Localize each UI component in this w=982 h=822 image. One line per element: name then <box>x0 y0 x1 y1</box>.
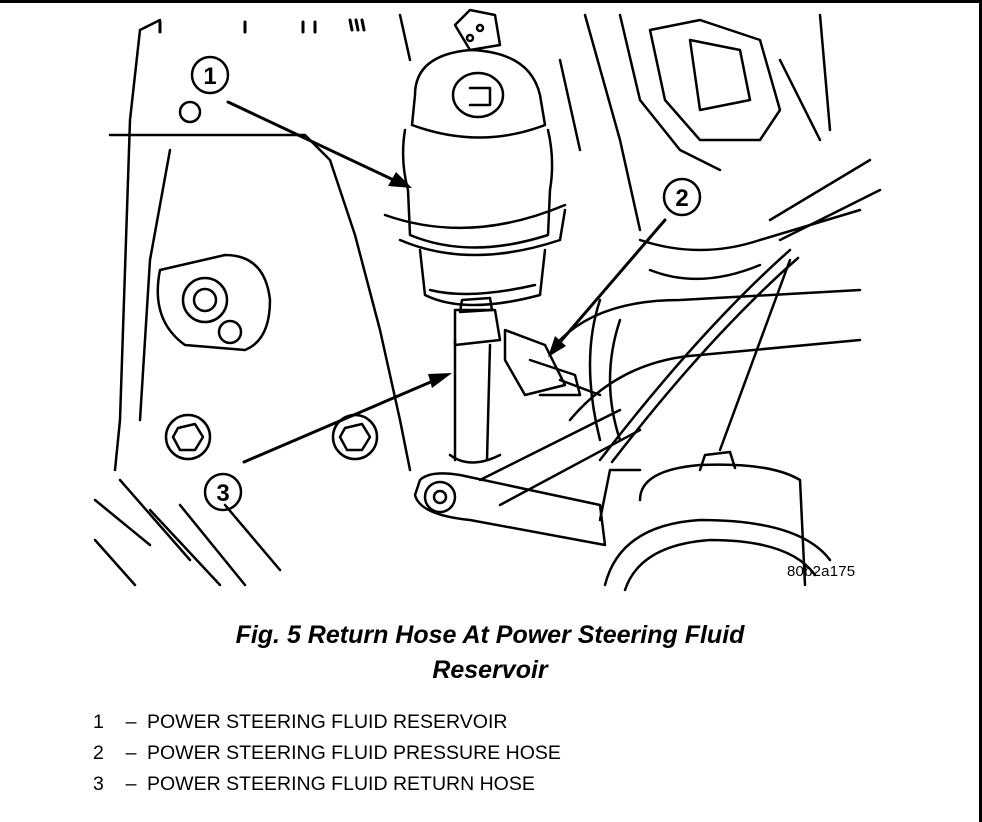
legend-text: POWER STEERING FLUID RETURN HOSE <box>147 773 535 795</box>
legend-item: 3–POWER STEERING FLUID RETURN HOSE <box>93 769 561 800</box>
callout-2-label: 2 <box>675 185 688 212</box>
callout-1: 1 <box>190 55 412 188</box>
legend-number: 2 <box>93 742 104 764</box>
callout-3-label: 3 <box>216 480 229 507</box>
top-border <box>0 0 982 3</box>
legend-item: 2–POWER STEERING FLUID PRESSURE HOSE <box>93 738 561 769</box>
figure-code: 80b2a175 <box>787 563 856 580</box>
top-ticks <box>158 18 366 34</box>
legend-dash: – <box>125 711 137 733</box>
support-arm <box>413 408 642 547</box>
figure-caption-line-1: Fig. 5 Return Hose At Power Steering Flu… <box>235 621 745 649</box>
legend-dash: – <box>125 742 137 764</box>
engine-bay-illustration: 1 2 3 <box>93 8 882 592</box>
legend: 1–POWER STEERING FLUID RESERVOIR 2–POWER… <box>93 707 561 800</box>
callout-3: 3 <box>203 373 452 512</box>
mounting-bracket <box>93 18 412 587</box>
callout-1-label: 1 <box>203 63 216 90</box>
return-hose <box>448 296 502 464</box>
fluid-reservoir <box>383 8 567 307</box>
right-border <box>979 0 982 822</box>
upper-right-components <box>398 13 832 232</box>
callout-2: 2 <box>548 177 702 357</box>
legend-dash: – <box>125 773 137 795</box>
figure-caption-line-2: Reservoir <box>432 656 548 684</box>
legend-item: 1–POWER STEERING FLUID RESERVOIR <box>93 707 561 738</box>
legend-number: 3 <box>93 773 104 795</box>
pressure-hose-fitting <box>503 328 602 397</box>
legend-text: POWER STEERING FLUID RESERVOIR <box>147 711 508 733</box>
legend-number: 1 <box>93 711 104 733</box>
canister <box>598 450 832 592</box>
legend-text: POWER STEERING FLUID PRESSURE HOSE <box>147 742 561 764</box>
